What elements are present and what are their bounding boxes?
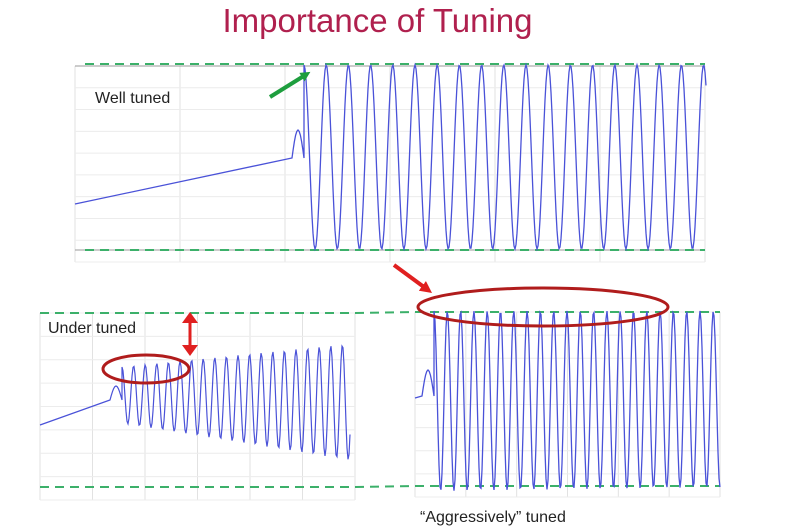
aggressive-grid xyxy=(414,311,721,498)
aggressive-panel xyxy=(392,263,721,498)
under-tuned-highlight-ellipse xyxy=(101,353,191,385)
slide-title: Importance of Tuning xyxy=(222,2,533,39)
shared-upper-limit-bridge xyxy=(354,311,416,314)
double-arrow-icon xyxy=(182,312,198,356)
aggressive-signal-trace xyxy=(414,310,721,491)
under-tuned-panel xyxy=(39,312,356,501)
under-tuned-grid xyxy=(39,312,356,501)
under-tuned-signal-trace xyxy=(39,344,351,460)
green-arrow-icon xyxy=(268,71,311,99)
aggressive-highlight-ellipse xyxy=(416,286,670,328)
red-arrow-icon xyxy=(392,263,433,293)
well-tuned-signal-trace xyxy=(74,62,707,252)
well-tuned-panel xyxy=(74,62,707,263)
aggressively-tuned-label: “Aggressively” tuned xyxy=(420,509,566,526)
well-tuned-label: Well tuned xyxy=(95,90,171,107)
shared-lower-limit-bridge xyxy=(354,485,416,488)
